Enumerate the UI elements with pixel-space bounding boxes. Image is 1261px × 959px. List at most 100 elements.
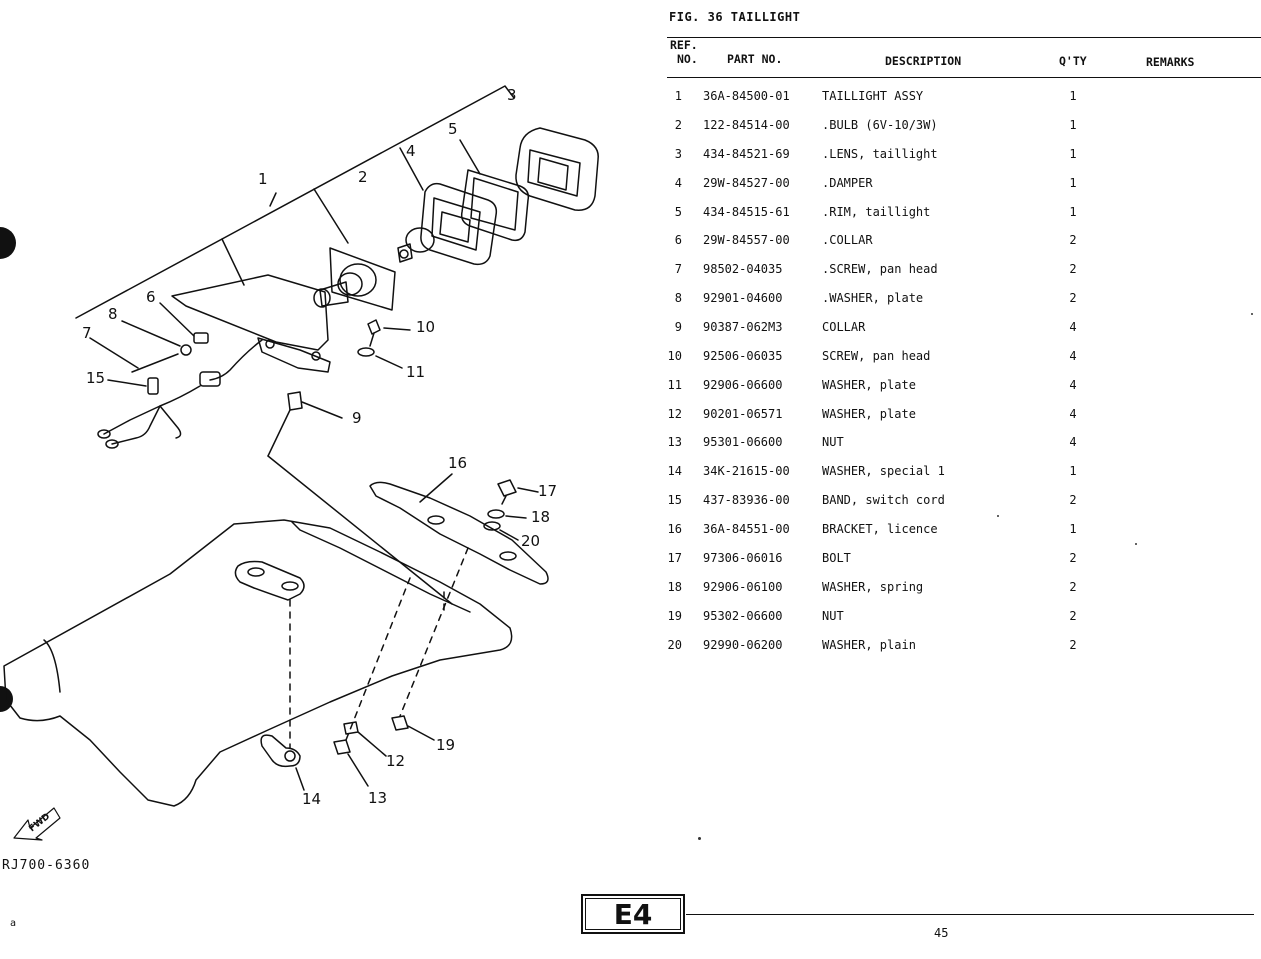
part-number: 34K-21615-00	[703, 464, 790, 478]
table-row: 19 95302-06600 NUT 2	[660, 609, 1260, 638]
scan-dot	[997, 515, 999, 517]
header-ref-no: REF. NO.	[670, 38, 698, 66]
figure-title: FIG. 36 TAILLIGHT	[669, 10, 801, 24]
part-number: 29W-84527-00	[703, 176, 790, 190]
callout-17: 17	[538, 482, 558, 500]
part-description: NUT	[822, 609, 844, 623]
part-quantity: 2	[1069, 233, 1077, 247]
part-number: 92506-06035	[703, 349, 783, 363]
header-part-no: PART NO.	[727, 52, 783, 66]
ref-number: 19	[667, 609, 682, 623]
callout-7: 7	[82, 324, 92, 342]
part-quantity: 1	[1069, 176, 1077, 190]
corner-mark: a	[10, 918, 17, 929]
diagram-code: RJ700-6360	[2, 858, 91, 873]
part-description: TAILLIGHT ASSY	[822, 89, 924, 103]
callout-20: 20	[521, 532, 541, 550]
ref-number: 8	[674, 291, 682, 305]
part-quantity: 1	[1069, 205, 1077, 219]
callout-14: 14	[302, 790, 322, 808]
table-row: 17 97306-06016 BOLT 2	[660, 551, 1260, 580]
part-number: 36A-84551-00	[703, 522, 790, 536]
part-number: 95302-06600	[703, 609, 783, 623]
part-number: 95301-06600	[703, 435, 783, 449]
part-description: WASHER, plain	[822, 638, 916, 652]
part-number: 90201-06571	[703, 407, 783, 421]
ref-number: 3	[674, 147, 682, 161]
part-number: 29W-84557-00	[703, 233, 790, 247]
part-number: 92990-06200	[703, 638, 783, 652]
table-row: 4 29W-84527-00 .DAMPER 1	[660, 176, 1260, 205]
part-number: 90387-062M3	[703, 320, 783, 334]
ref-number: 15	[667, 493, 682, 507]
callout-3: 3	[507, 86, 517, 104]
table-row: 2 122-84514-00 .BULB (6V-10/3W) 1	[660, 118, 1260, 147]
table-row: 6 29W-84557-00 .COLLAR 2	[660, 233, 1260, 262]
part-quantity: 2	[1069, 580, 1077, 594]
part-number: 98502-04035	[703, 262, 783, 276]
table-row: 10 92506-06035 SCREW, pan head 4	[660, 349, 1260, 378]
callout-1: 1	[258, 170, 268, 188]
ref-number: 11	[667, 378, 682, 392]
part-description: BAND, switch cord	[822, 493, 945, 507]
part-description: SCREW, pan head	[822, 349, 931, 363]
callout-13: 13	[368, 789, 388, 807]
ref-number: 7	[674, 262, 682, 276]
table-row: 14 34K-21615-00 WASHER, special 1 1	[660, 464, 1260, 493]
callout-15: 15	[86, 369, 106, 387]
part-quantity: 2	[1069, 609, 1077, 623]
part-number: 122-84514-00	[703, 118, 790, 132]
callout-18: 18	[531, 508, 551, 526]
callout-6: 6	[146, 288, 156, 306]
ref-number: 16	[667, 522, 682, 536]
callout-2: 2	[358, 168, 368, 186]
part-quantity: 4	[1069, 378, 1077, 392]
part-quantity: 2	[1069, 551, 1077, 565]
table-row: 7 98502-04035 .SCREW, pan head 2	[660, 262, 1260, 291]
header-ref-line1: REF.	[670, 38, 698, 52]
part-number: 92906-06100	[703, 580, 783, 594]
part-quantity: 4	[1069, 349, 1077, 363]
part-description: .DAMPER	[822, 176, 873, 190]
callout-5: 5	[448, 120, 458, 138]
ref-number: 13	[667, 435, 682, 449]
header-qty: Q'TY	[1059, 54, 1087, 68]
diagram-drawing	[0, 85, 599, 841]
scan-dot	[1251, 313, 1253, 315]
header-top-rule	[667, 37, 1261, 38]
callout-16: 16	[448, 454, 468, 472]
table-row: 8 92901-04600 .WASHER, plate 2	[660, 291, 1260, 320]
part-number: 434-84515-61	[703, 205, 790, 219]
part-quantity: 1	[1069, 118, 1077, 132]
ref-number: 20	[667, 638, 682, 652]
part-description: WASHER, plate	[822, 407, 916, 421]
part-description: BRACKET, licence	[822, 522, 938, 536]
part-description: .LENS, taillight	[822, 147, 938, 161]
part-quantity: 1	[1069, 522, 1077, 536]
ref-number: 5	[674, 205, 682, 219]
part-quantity: 1	[1069, 89, 1077, 103]
table-row: 15 437-83936-00 BAND, switch cord 2	[660, 493, 1260, 522]
part-quantity: 2	[1069, 493, 1077, 507]
part-quantity: 2	[1069, 262, 1077, 276]
section-box: E4	[581, 894, 685, 934]
part-quantity: 1	[1069, 464, 1077, 478]
part-description: WASHER, spring	[822, 580, 924, 594]
part-quantity: 2	[1069, 291, 1077, 305]
scan-dot	[698, 837, 701, 840]
ref-number: 9	[674, 320, 682, 334]
part-description: .SCREW, pan head	[822, 262, 938, 276]
part-number: 97306-06016	[703, 551, 783, 565]
callout-11: 11	[406, 363, 426, 381]
part-number: 92906-06600	[703, 378, 783, 392]
part-quantity: 1	[1069, 147, 1077, 161]
part-quantity: 4	[1069, 320, 1077, 334]
part-quantity: 4	[1069, 407, 1077, 421]
header-remarks: REMARKS	[1146, 55, 1195, 69]
ref-number: 17	[667, 551, 682, 565]
callout-19: 19	[436, 736, 456, 754]
part-description: WASHER, plate	[822, 378, 916, 392]
ref-number: 4	[674, 176, 682, 190]
part-description: .BULB (6V-10/3W)	[822, 118, 938, 132]
callout-8: 8	[108, 305, 118, 323]
